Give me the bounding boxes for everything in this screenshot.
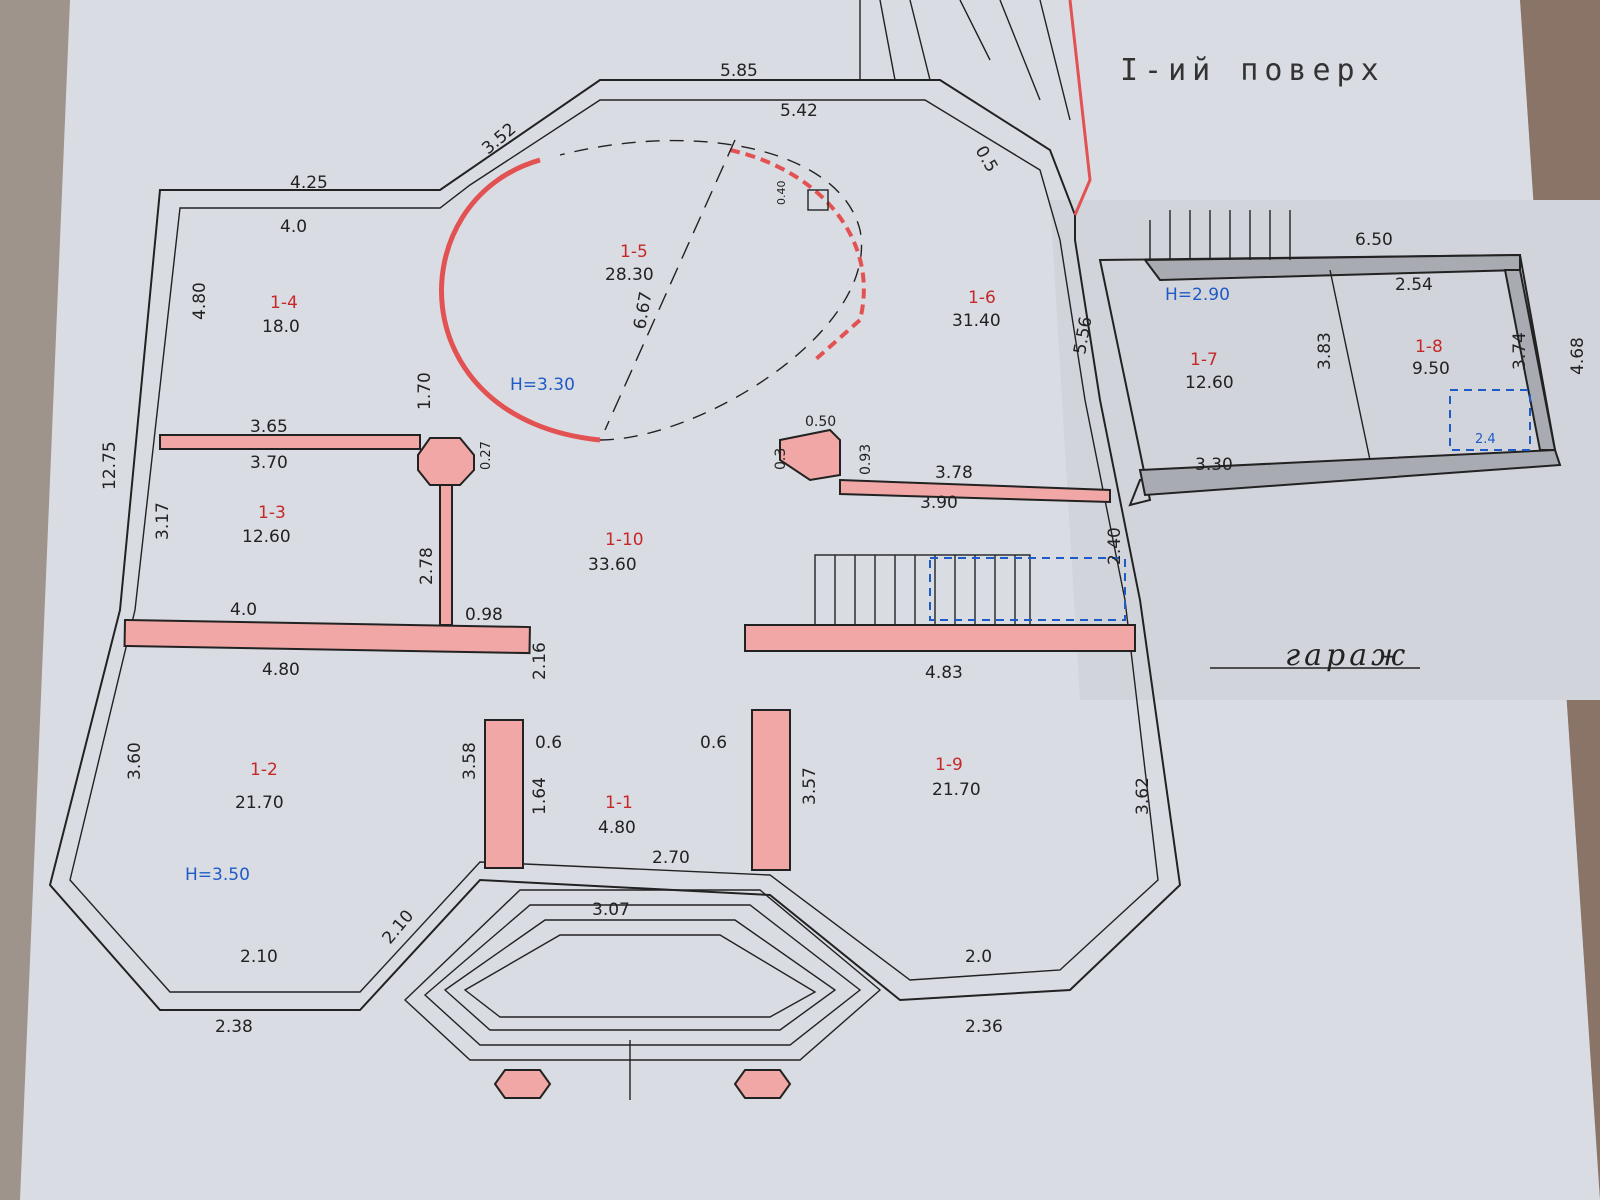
svg-text:3.83: 3.83 bbox=[1315, 332, 1335, 370]
svg-text:3.60: 3.60 bbox=[125, 742, 145, 780]
svg-text:3.07: 3.07 bbox=[592, 900, 630, 920]
svg-text:1-1: 1-1 bbox=[605, 793, 633, 813]
svg-text:2.4: 2.4 bbox=[1475, 432, 1496, 447]
svg-text:33.60: 33.60 bbox=[588, 555, 637, 575]
height-main: H=3.50 bbox=[185, 865, 250, 885]
svg-text:2.54: 2.54 bbox=[1395, 275, 1433, 295]
svg-text:0.98: 0.98 bbox=[465, 605, 503, 625]
svg-text:3.70: 3.70 bbox=[250, 453, 288, 473]
sheet-title: I-ий поверх bbox=[1120, 53, 1385, 88]
svg-text:1-10: 1-10 bbox=[605, 530, 644, 550]
svg-text:0.6: 0.6 bbox=[535, 733, 562, 753]
svg-text:3.58: 3.58 bbox=[460, 742, 480, 780]
porch-steps bbox=[403, 889, 882, 1061]
hall-arc bbox=[439, 157, 601, 443]
svg-text:3.78: 3.78 bbox=[935, 463, 973, 483]
svg-text:1-9: 1-9 bbox=[935, 755, 963, 775]
svg-text:1-7: 1-7 bbox=[1190, 350, 1218, 370]
svg-text:1.64: 1.64 bbox=[530, 777, 550, 815]
svg-text:2.10: 2.10 bbox=[240, 947, 278, 967]
svg-text:3.90: 3.90 bbox=[920, 493, 958, 513]
svg-text:4.83: 4.83 bbox=[925, 663, 963, 683]
svg-text:31.40: 31.40 bbox=[952, 311, 1001, 331]
svg-text:1-8: 1-8 bbox=[1415, 337, 1443, 357]
svg-text:1-2: 1-2 bbox=[250, 760, 278, 780]
svg-text:4.80: 4.80 bbox=[262, 660, 300, 680]
svg-text:4.0: 4.0 bbox=[280, 217, 307, 237]
room-label-1-3: 1-3 12.60 bbox=[242, 503, 291, 547]
svg-text:12.60: 12.60 bbox=[1185, 373, 1234, 393]
svg-text:12.60: 12.60 bbox=[242, 527, 291, 547]
room-label-1-4: 1-4 18.0 bbox=[262, 293, 300, 337]
room-label-1-5: 1-5 28.30 bbox=[605, 242, 654, 285]
svg-text:0.93: 0.93 bbox=[858, 444, 874, 475]
svg-text:0.40: 0.40 bbox=[775, 181, 788, 206]
svg-text:1.70: 1.70 bbox=[415, 372, 435, 410]
svg-text:2.40: 2.40 bbox=[1105, 527, 1125, 565]
svg-text:2.78: 2.78 bbox=[417, 547, 437, 585]
room-label-1-7: 1-7 12.60 bbox=[1185, 350, 1234, 393]
svg-text:6.50: 6.50 bbox=[1355, 230, 1393, 250]
room-label-1-2: 1-2 21.70 bbox=[235, 760, 284, 813]
svg-text:2.70: 2.70 bbox=[652, 848, 690, 868]
room-label-1-6: 1-6 31.40 bbox=[952, 288, 1001, 331]
room-label-1-1: 1-1 4.80 bbox=[598, 793, 636, 838]
svg-text:3.62: 3.62 bbox=[1133, 777, 1153, 815]
svg-text:3.74: 3.74 bbox=[1510, 332, 1530, 370]
svg-text:5.85: 5.85 bbox=[720, 61, 758, 81]
svg-text:3.30: 3.30 bbox=[1195, 455, 1233, 475]
svg-text:3.57: 3.57 bbox=[800, 767, 820, 805]
svg-text:4.25: 4.25 bbox=[290, 173, 328, 193]
svg-text:2.36: 2.36 bbox=[965, 1017, 1003, 1037]
room-label-1-10: 1-10 33.60 bbox=[588, 530, 644, 575]
room-label-1-8: 1-89.50 bbox=[1412, 337, 1450, 379]
svg-text:4.80: 4.80 bbox=[598, 818, 636, 838]
svg-text:28.30: 28.30 bbox=[605, 265, 654, 285]
svg-text:9.50: 9.50 bbox=[1412, 359, 1450, 379]
stairs-inner bbox=[814, 554, 1031, 626]
svg-text:2.0: 2.0 bbox=[965, 947, 992, 967]
svg-text:0.3: 0.3 bbox=[773, 448, 789, 470]
svg-text:18.0: 18.0 bbox=[262, 317, 300, 337]
garage-label: гараж bbox=[1285, 638, 1409, 673]
svg-text:1-6: 1-6 bbox=[968, 288, 996, 308]
svg-text:1-4: 1-4 bbox=[270, 293, 298, 313]
exterior-wall bbox=[48, 79, 1182, 1011]
svg-text:2.38: 2.38 bbox=[215, 1017, 253, 1037]
height-garage: H=2.90 bbox=[1165, 285, 1230, 305]
svg-text:4.0: 4.0 bbox=[230, 600, 257, 620]
height-hall: H=3.30 bbox=[510, 375, 575, 395]
svg-text:5.42: 5.42 bbox=[780, 101, 818, 121]
svg-text:0.6: 0.6 bbox=[700, 733, 727, 753]
svg-text:4.68: 4.68 bbox=[1568, 337, 1588, 375]
svg-text:3.17: 3.17 bbox=[153, 502, 173, 540]
svg-text:3.65: 3.65 bbox=[250, 417, 288, 437]
svg-text:0.50: 0.50 bbox=[805, 414, 836, 430]
svg-text:2.16: 2.16 bbox=[530, 642, 550, 680]
svg-text:12.75: 12.75 bbox=[100, 441, 120, 490]
svg-text:4.80: 4.80 bbox=[190, 282, 210, 320]
svg-text:0.27: 0.27 bbox=[479, 441, 494, 470]
svg-text:21.70: 21.70 bbox=[932, 780, 981, 800]
svg-text:1-3: 1-3 bbox=[258, 503, 286, 523]
svg-text:1-5: 1-5 bbox=[620, 242, 648, 262]
svg-text:21.70: 21.70 bbox=[235, 793, 284, 813]
room-label-1-9: 1-9 21.70 bbox=[932, 755, 981, 800]
